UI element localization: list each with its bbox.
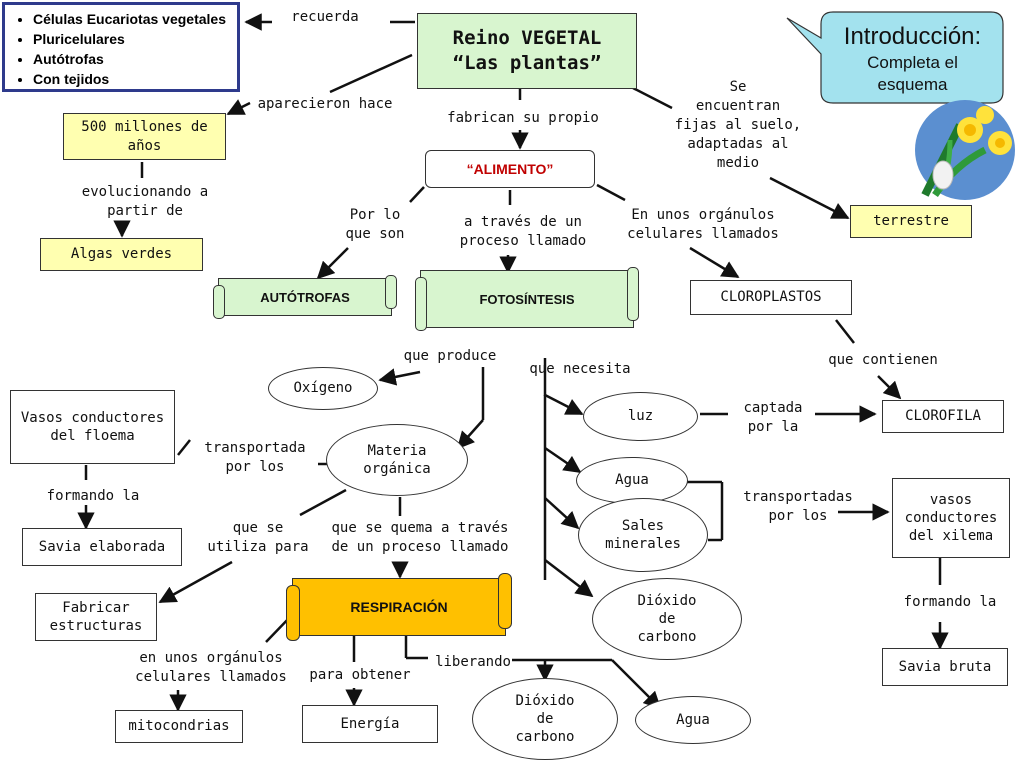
label-a-traves: a través de un proceso llamado: [459, 214, 587, 249]
label-que-contienen: que contienen: [828, 352, 938, 368]
intro-line-2: esquema: [877, 75, 948, 94]
node-fotosintesis: FOTOSÍNTESIS: [415, 267, 639, 331]
label-evolucionando: evolucionando a partir de: [81, 184, 209, 219]
daffodil-flower-icon: [915, 100, 1015, 200]
node-clorofila: CLOROFILA: [882, 400, 1004, 433]
title-line-2: “Las plantas”: [452, 52, 602, 74]
node-mitocondrias: mitocondrias: [115, 710, 243, 743]
node-alimento: “ALIMENTO”: [425, 150, 595, 188]
node-agua: Agua: [576, 457, 688, 504]
recuerda-item: Pluricelulares: [33, 29, 231, 49]
node-algas-verdes: Algas verdes: [40, 238, 203, 271]
label-que-se-utiliza: que se utiliza para: [207, 520, 309, 555]
node-dioxido-carbono-bottom: Dióxido de carbono: [472, 678, 618, 760]
node-energia: Energía: [302, 705, 438, 743]
intro-line-1: Completa el: [867, 53, 958, 72]
node-500-millones: 500 millones de años: [63, 113, 226, 160]
label-liberando: liberando: [435, 654, 511, 670]
recuerda-item: Células Eucariotas vegetales: [33, 9, 231, 29]
label-que-se-quema: que se quema a través de un proceso llam…: [331, 520, 509, 555]
label-para-obtener: para obtener: [309, 667, 411, 683]
node-savia-elaborada: Savia elaborada: [22, 528, 182, 566]
label-aparecieron: aparecieron hace: [257, 96, 393, 112]
label-fabrican: fabrican su propio: [447, 110, 599, 126]
node-terrestre: terrestre: [850, 205, 972, 238]
label-que-necesita: que necesita: [529, 361, 631, 377]
node-respiracion: RESPIRACIÓN: [286, 573, 512, 641]
label-formando-xilema: formando la: [903, 594, 997, 610]
title-line-1: Reino VEGETAL: [452, 27, 602, 50]
node-cloroplastos: CLOROPLASTOS: [690, 280, 852, 315]
node-fabricar-estructuras: Fabricar estructuras: [35, 593, 157, 641]
node-sales-minerales: Sales minerales: [578, 498, 708, 572]
label-recuerda: recuerda: [291, 9, 359, 25]
node-dioxido-carbono-top: Dióxido de carbono: [592, 578, 742, 660]
title-box: Reino VEGETAL “Las plantas”: [417, 13, 637, 89]
node-vasos-floema: Vasos conductores del floema: [10, 390, 175, 464]
intro-heading: Introducción:: [843, 23, 982, 50]
label-transportadas: transportadas por los: [743, 489, 853, 524]
node-vasos-xilema: vasos conductores del xilema: [892, 478, 1010, 558]
label-captada: captada por la: [743, 400, 803, 435]
intro-callout: Introducción: Completa el esquema: [785, 10, 1005, 105]
recuerda-box: Células Eucariotas vegetales Pluricelula…: [2, 2, 240, 92]
recuerda-item: Autótrofas: [33, 49, 231, 69]
recuerda-item: Con tejidos: [33, 69, 231, 89]
node-luz: luz: [583, 392, 698, 441]
node-autotrofas: AUTÓTROFAS: [213, 275, 397, 319]
node-materia-organica: Materia orgánica: [326, 424, 468, 496]
label-transportada: transportada por los: [204, 440, 306, 475]
label-organulos-mitocondrias: en unos orgánulos celulares llamados: [135, 650, 287, 685]
label-por-lo-que-son: Por lo que son: [345, 207, 405, 242]
label-se-encuentran: Se encuentran fijas al suelo, adaptadas …: [674, 79, 802, 171]
label-que-produce: que produce: [403, 348, 497, 364]
node-savia-bruta: Savia bruta: [882, 648, 1008, 686]
label-formando-floema: formando la: [46, 488, 140, 504]
label-organulos-cloroplastos: En unos orgánulos celulares llamados: [627, 207, 779, 242]
node-agua-bottom: Agua: [635, 696, 751, 744]
node-oxigeno: Oxígeno: [268, 367, 378, 410]
